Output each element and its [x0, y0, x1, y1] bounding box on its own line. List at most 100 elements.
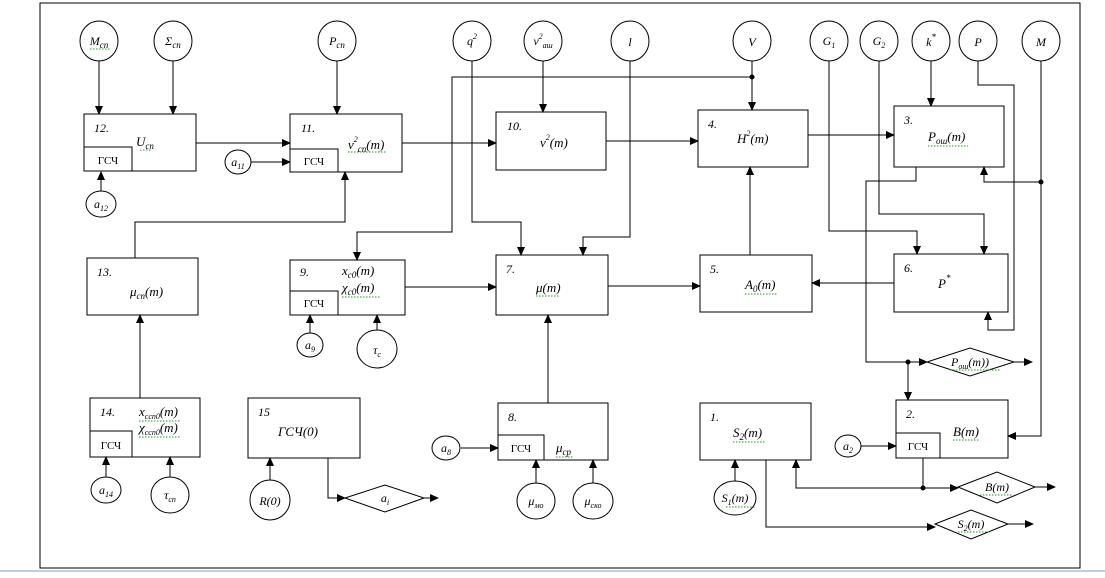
- diamond-ai-label: ai: [381, 491, 389, 507]
- circle-a11: [224, 149, 252, 175]
- circle-mu-mo: [516, 482, 556, 520]
- block-9: [289, 259, 406, 316]
- diamond-s2: [933, 509, 1010, 540]
- block-9-line1: xc0(m): [341, 263, 374, 280]
- block-6: [893, 253, 1009, 313]
- diamond-s2-label: S2(m): [958, 517, 985, 533]
- block-3-number: 3.: [903, 113, 913, 127]
- circle-p-label: P: [973, 35, 982, 49]
- circle-q2-label: q2: [467, 32, 477, 48]
- block-15: [247, 397, 361, 459]
- diamond-p-osh: [925, 347, 1016, 377]
- circle-v: [732, 20, 772, 62]
- block-2: [895, 399, 1009, 459]
- block-11-number: 11.: [301, 121, 315, 135]
- block-4-label: H2(m): [736, 129, 768, 146]
- circle-r0-label: R(0): [258, 494, 280, 508]
- circle-a9: [296, 332, 324, 358]
- circle-a2: [834, 434, 862, 458]
- block-3-label: Pош(m): [927, 129, 965, 146]
- circle-sigma-sp-label: Σсп: [164, 34, 181, 50]
- output-diamonds: [343, 347, 1037, 540]
- block-9-number: 9.: [300, 265, 309, 279]
- gsch-2-label: ГСЧ: [908, 441, 928, 453]
- block-2-label: B(m): [953, 424, 979, 439]
- block-12-label: Uсп: [136, 134, 154, 151]
- circle-a14: [90, 476, 122, 504]
- spellcheck-underlines: [90, 48, 1012, 533]
- circle-q2: [452, 20, 492, 62]
- block-9-gsch: [289, 290, 339, 316]
- circle-m-sp: [79, 20, 119, 62]
- block-5-number: 5.: [710, 262, 719, 276]
- circle-g2: [859, 20, 899, 62]
- block-7: [495, 254, 609, 316]
- block-2-gsch: [895, 432, 941, 459]
- circle-mu-mo-label: μмо: [527, 494, 543, 510]
- circle-kstar-label: k*: [926, 32, 936, 49]
- block-7-label: μ(m): [535, 280, 561, 295]
- block-8-gsch: [497, 434, 545, 461]
- block-14-gsch: [89, 430, 133, 458]
- circle-m-sp-label: Mсп: [89, 34, 109, 50]
- diamond-b: [956, 471, 1037, 504]
- block-4-number: 4.: [708, 117, 717, 131]
- block-3: [893, 105, 1005, 168]
- circle-a12-label: a12: [94, 197, 108, 213]
- block-13: [86, 257, 199, 316]
- block-11-gsch: [289, 148, 339, 173]
- circle-p-sp-label: Pсп: [328, 34, 345, 50]
- circle-a9-label: a9: [305, 338, 315, 354]
- input-circles: [79, 20, 1061, 521]
- block-8-label: μср: [555, 440, 572, 457]
- circle-mu-sko: [572, 482, 614, 520]
- block-1-label: S2(m): [733, 425, 762, 442]
- circle-kstar: [911, 20, 951, 62]
- block-14-line2: χccn0(m): [137, 420, 178, 437]
- circle-a12: [85, 190, 117, 218]
- circle-l: [610, 20, 650, 62]
- circle-a11-label: a11: [231, 155, 244, 171]
- block-2-number: 2.: [906, 407, 915, 421]
- circle-p: [958, 20, 998, 62]
- block-14: [89, 397, 201, 458]
- circle-v-label: V: [748, 35, 757, 49]
- circle-s1-label: S1(m): [722, 491, 749, 507]
- block-12-gsch: [83, 146, 133, 172]
- circle-tau-c: [356, 329, 398, 369]
- block-10: [495, 111, 607, 171]
- gsch-9-label: ГСЧ: [304, 298, 324, 310]
- blocks: [83, 105, 1009, 461]
- block-13-label: μсп(m): [129, 284, 163, 301]
- gsch-11-label: ГСЧ: [304, 156, 324, 168]
- circle-m: [1021, 20, 1061, 62]
- circle-g2-label: G2: [873, 34, 886, 50]
- block-8-number: 8.: [508, 410, 517, 424]
- block-6-number: 6.: [904, 261, 913, 275]
- block-4: [697, 109, 809, 168]
- block-14-number: 14.: [100, 405, 115, 419]
- circle-tau-cn-label: τсп: [164, 488, 176, 504]
- block-1: [699, 402, 812, 461]
- block-9-line2: χc0(m): [340, 280, 374, 297]
- circle-v2ash: [523, 20, 563, 62]
- block-1-number: 1.: [710, 410, 719, 424]
- block-8: [497, 402, 609, 461]
- block-10-number: 10.: [507, 119, 522, 133]
- circle-a8: [431, 435, 461, 461]
- block-10-label: v2(m): [540, 133, 568, 150]
- circle-p-sp: [317, 20, 357, 62]
- circle-sigma-sp: [153, 20, 193, 62]
- diamond-b-label: B(m): [985, 480, 1009, 494]
- diagram-frame: [39, 2, 1081, 569]
- circle-m-label: M: [1035, 35, 1047, 49]
- block-6-label: P*: [937, 273, 951, 291]
- circle-tau-cn: [150, 476, 190, 514]
- block-12: [83, 113, 197, 172]
- diamond-p-osh-label: Pош(m)): [950, 355, 989, 371]
- diamond-ai: [343, 484, 426, 513]
- block-15-number: 15: [258, 405, 270, 419]
- gsch-12-label: ГСЧ: [98, 155, 118, 167]
